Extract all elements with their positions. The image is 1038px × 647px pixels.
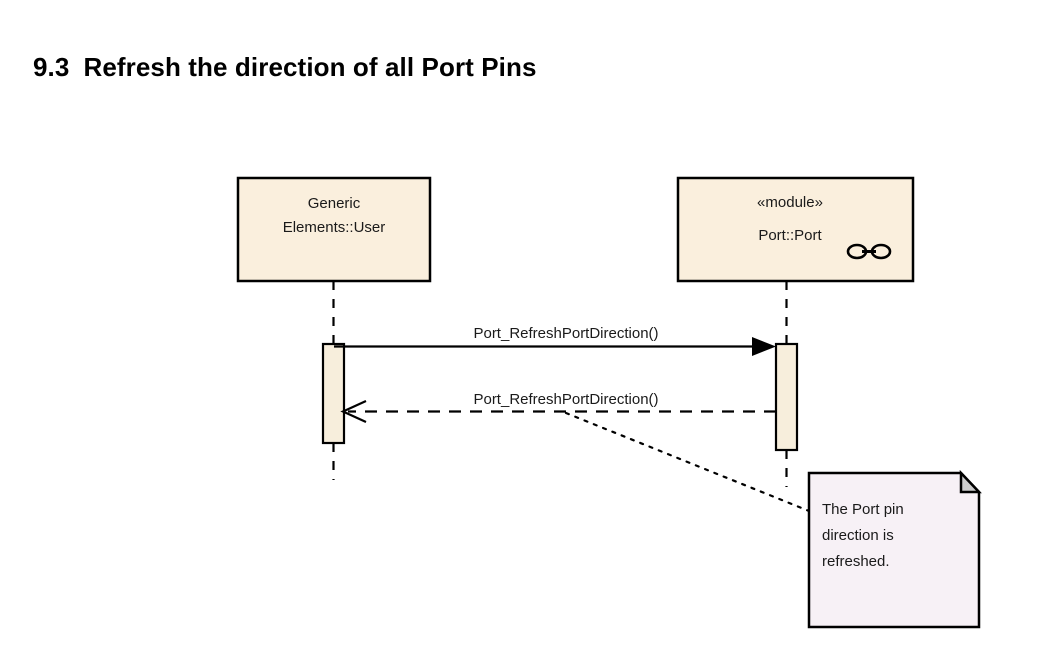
activation-bar-port[interactable] [774,342,799,452]
message-1-label: Port_RefreshPortDirection() [473,325,658,342]
lifeline-head-user[interactable] [236,176,432,283]
section-title: Refresh the direction of all Port Pins [83,52,537,82]
page-title: 9.3 Refresh the direction of all Port Pin… [33,52,537,83]
lifeline-user[interactable]: Generic Elements::User [236,176,432,480]
note-line-1: The Port pin [822,501,904,518]
lifeline-port-stereotype: «module» [757,194,823,211]
activation-bar-user[interactable] [321,342,346,445]
message-1-arrowhead [752,337,776,356]
lifeline-port-label: Port::Port [758,227,822,244]
lifeline-head-port[interactable] [676,176,915,283]
message-1-call[interactable]: Port_RefreshPortDirection() [334,325,776,356]
note-connector [564,411,811,513]
section-number: 9.3 [33,52,70,82]
note-body[interactable] [807,471,981,629]
message-2-label: Port_RefreshPortDirection() [473,391,658,408]
note-line-2: direction is [822,527,894,544]
lifeline-port[interactable]: «module» Port::Port [676,176,915,487]
note-line-3: refreshed. [822,553,890,570]
interface-ball-icon [846,243,892,260]
note-fold-corner-icon [959,469,982,494]
note-comment[interactable]: The Port pin direction is refreshed. [807,469,982,629]
lifeline-user-label-line2: Elements::User [283,219,386,236]
message-2-arrowhead [340,399,367,424]
lifeline-user-label-line1: Generic [308,195,361,212]
message-2-return[interactable]: Port_RefreshPortDirection() [340,391,776,424]
